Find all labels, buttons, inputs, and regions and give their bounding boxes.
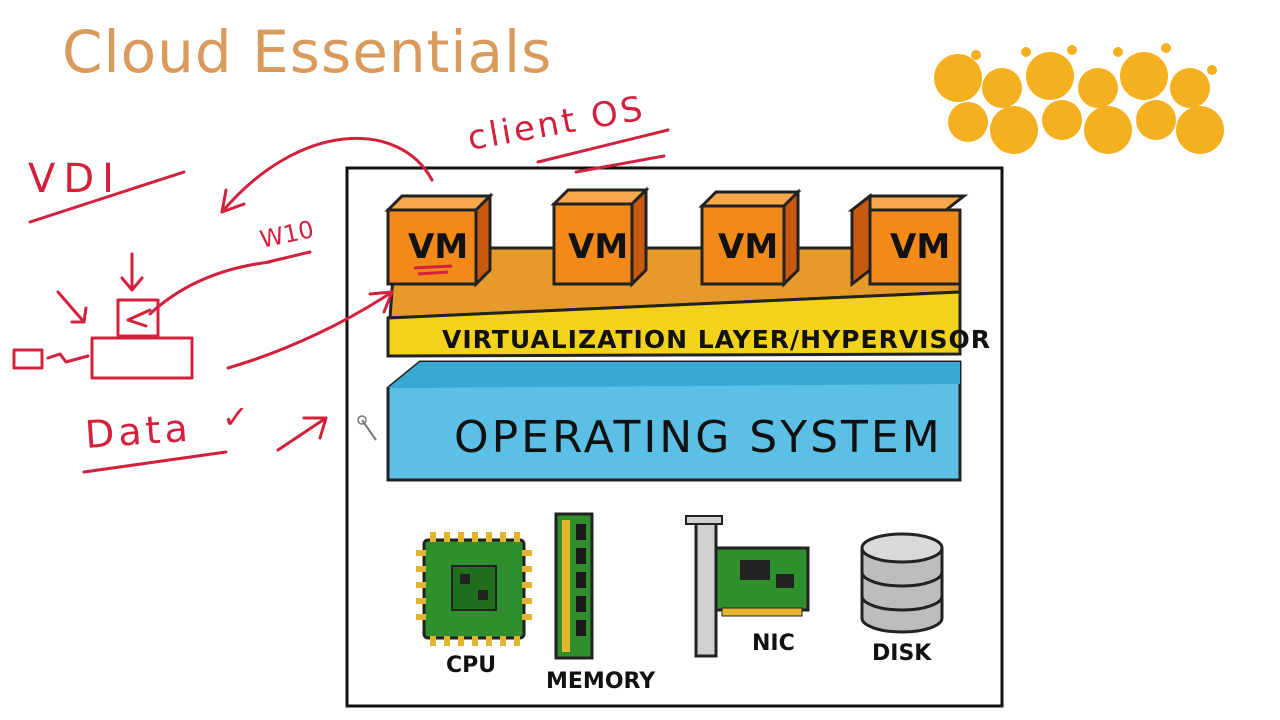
- vdi-annotation: VDI: [28, 156, 122, 202]
- data-check-annotation: ✓: [222, 398, 249, 436]
- nic-card-icon: NIC: [685, 515, 810, 658]
- logo-dots: [934, 43, 1224, 154]
- disk-icon: DISK: [860, 532, 944, 666]
- memory-module-icon: MEMORY: [546, 512, 656, 694]
- nic-label: NIC: [752, 631, 795, 656]
- os-arrow: [276, 416, 328, 452]
- cpu-chip-icon: CPU: [416, 532, 532, 678]
- client-os-arrow: [220, 136, 434, 214]
- operating-system-label: OPERATING SYSTEM: [454, 412, 943, 463]
- vm-label-2: VM: [568, 227, 628, 267]
- hypervisor-layer: VIRTUALIZATION LAYER/HYPERVISOR: [386, 290, 991, 358]
- vm-cube-4: VM: [847, 192, 969, 288]
- cursor-icon: [357, 415, 377, 441]
- hypervisor-label: VIRTUALIZATION LAYER/HYPERVISOR: [442, 325, 991, 354]
- vm-underline-annotation: [413, 264, 453, 276]
- desktop-sketch: [116, 298, 160, 338]
- w10-arrow: [148, 260, 272, 316]
- hypervisor-arrow: [226, 290, 394, 370]
- w10-annotation: W10: [257, 215, 316, 254]
- diagram-frame: [345, 166, 1004, 708]
- vm-cube-2: VM: [550, 186, 650, 288]
- vm-label-4: VM: [890, 227, 950, 267]
- disk-label: DISK: [872, 641, 932, 666]
- vm-cube-3: VM: [698, 188, 802, 288]
- data-annotation: Data: [84, 406, 194, 457]
- vm-label-3: VM: [718, 227, 778, 267]
- client-os-annotation: client OS: [465, 88, 649, 159]
- cpu-label: CPU: [446, 653, 496, 678]
- page-title: Cloud Essentials: [62, 18, 552, 86]
- small-device-sketch: [12, 348, 44, 370]
- memory-label: MEMORY: [546, 669, 656, 694]
- operating-system-layer: OPERATING SYSTEM: [386, 360, 962, 482]
- vm-cube-1: VM: [384, 192, 494, 288]
- vm-label-1: VM: [408, 227, 468, 267]
- device-sketch: [90, 336, 194, 380]
